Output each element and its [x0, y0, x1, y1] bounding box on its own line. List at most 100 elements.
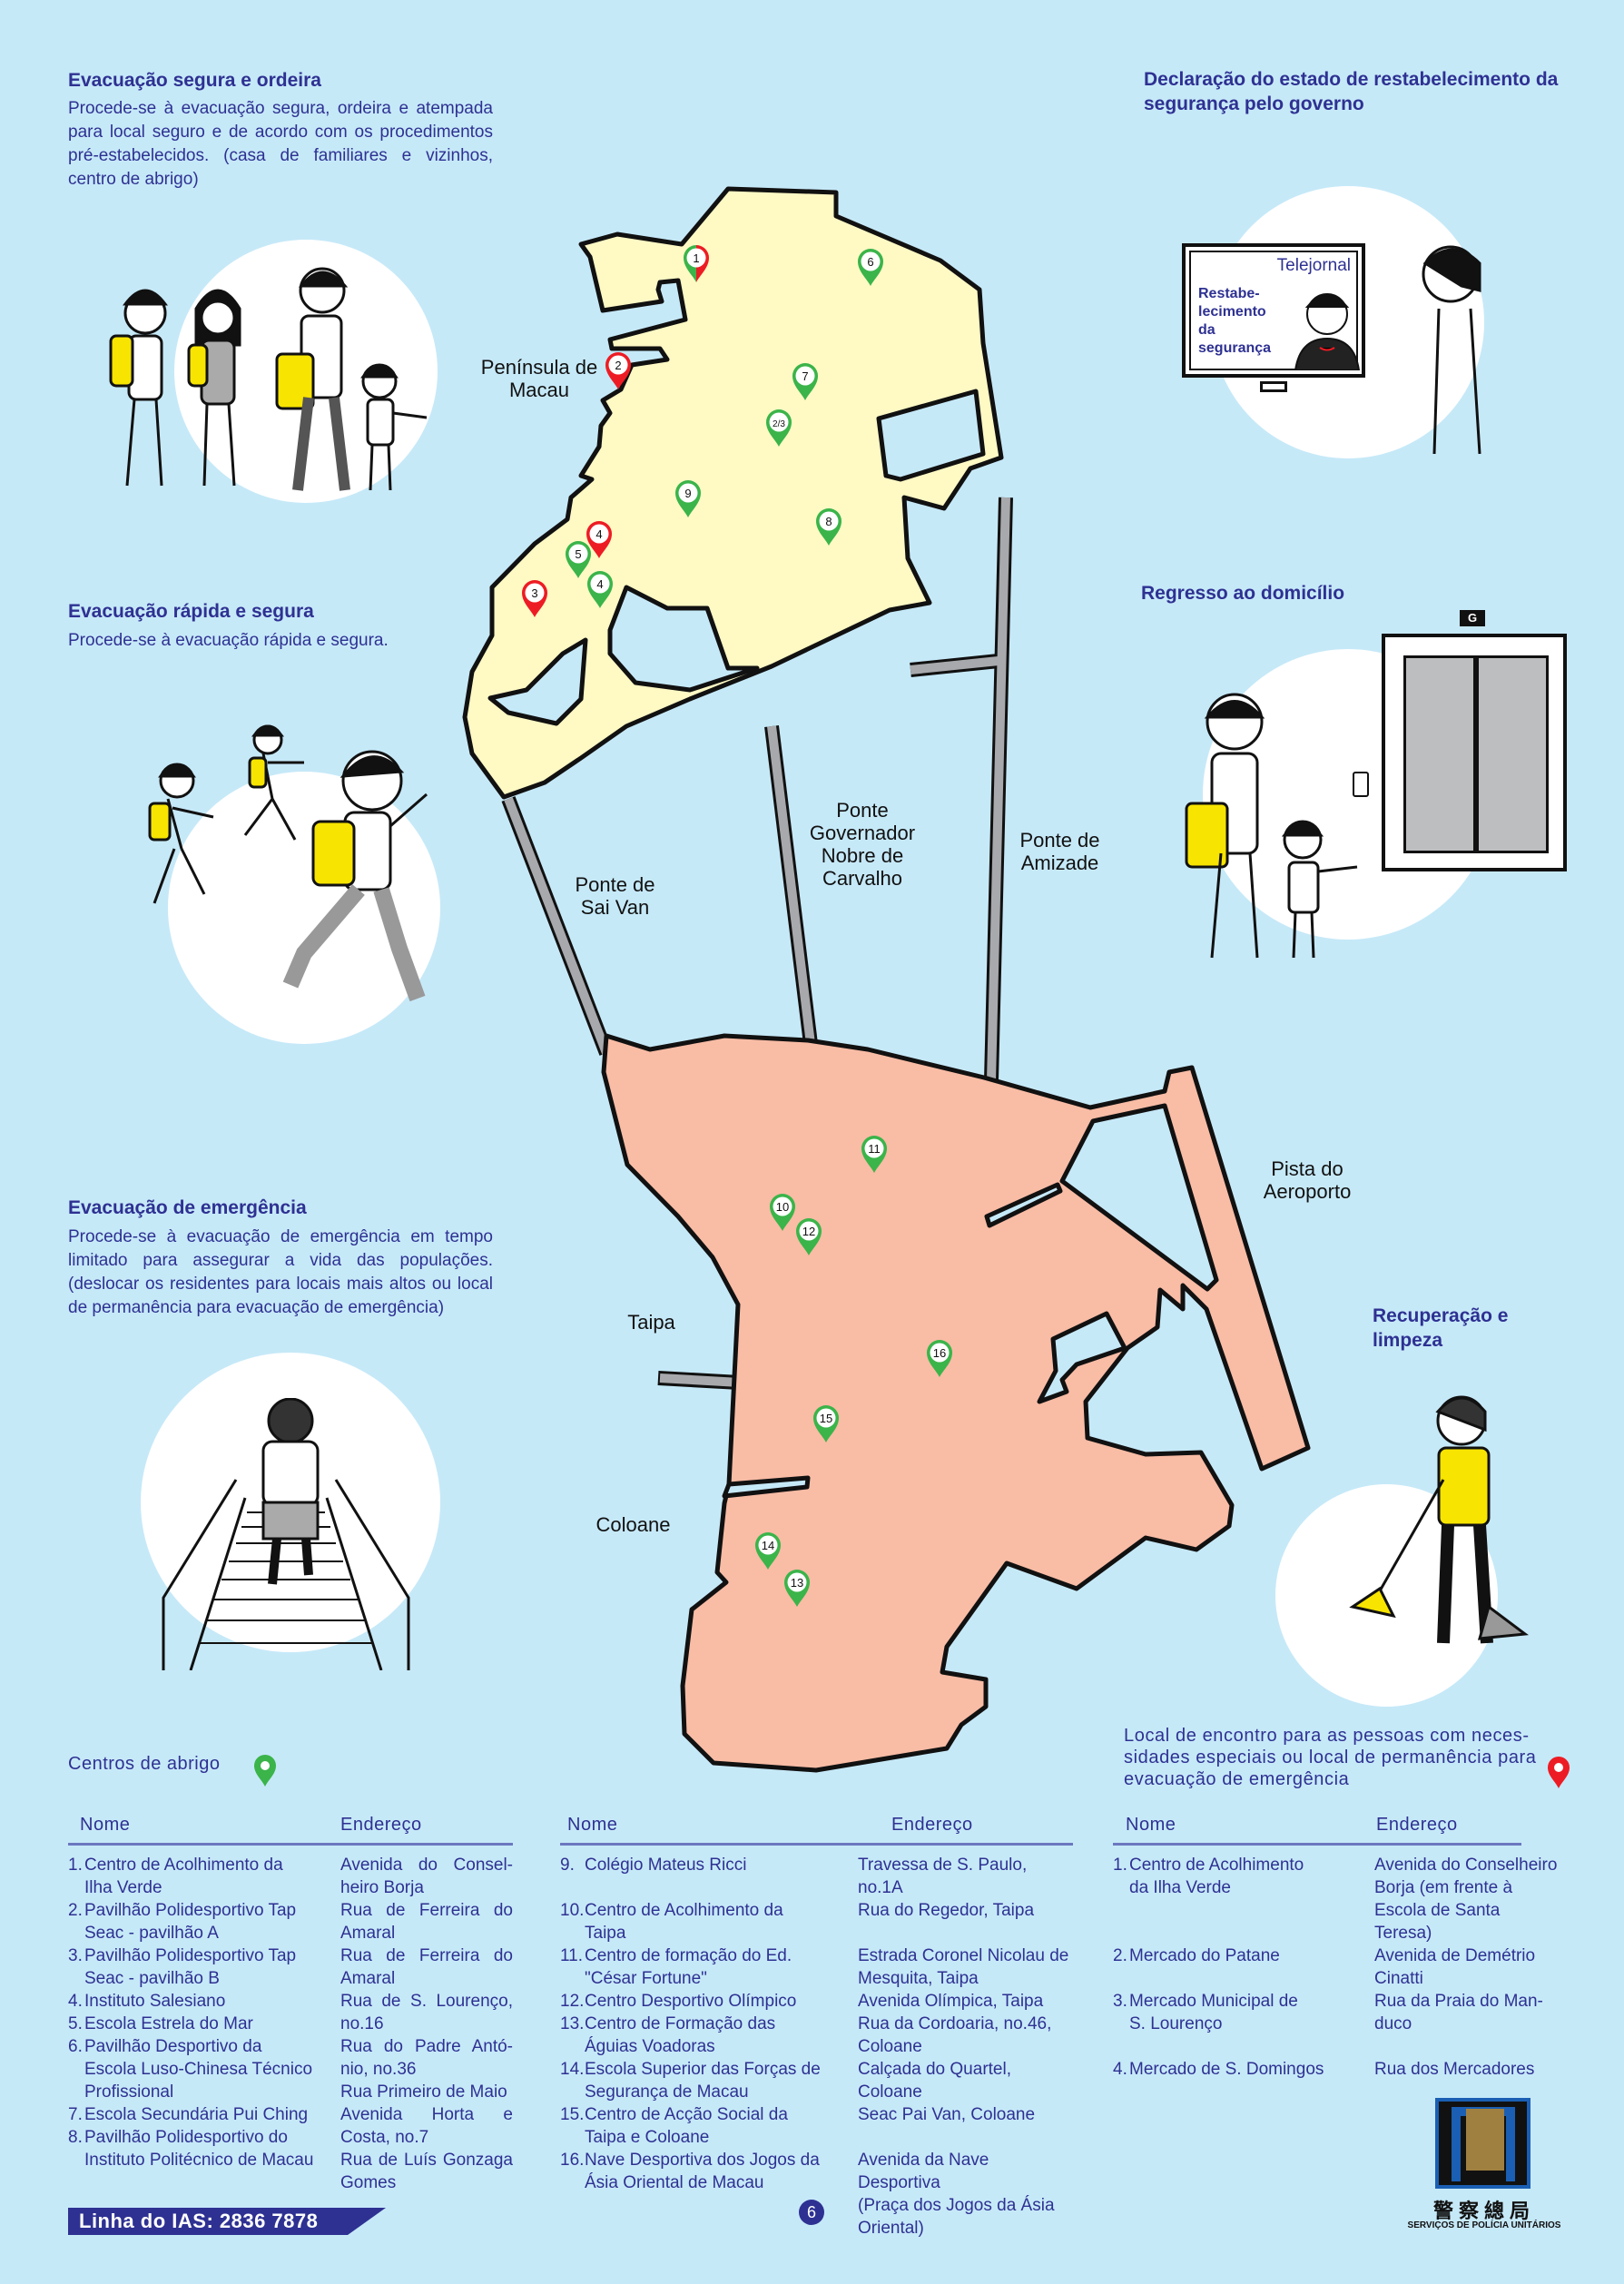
heading-return-home: Regresso ao domicílio	[1141, 583, 1345, 604]
name-line: Mercado de S. Domingos	[1129, 2060, 1324, 2079]
heading-recovery: Recuperação e limpeza	[1373, 1305, 1509, 1351]
shelter-pin-icon[interactable]: 6	[858, 249, 883, 286]
shelter-pin-icon[interactable]: 1	[684, 245, 709, 282]
name-line: Escola Estrela do Mar	[84, 2014, 253, 2033]
item-number: 4.	[1113, 2060, 1127, 2079]
name-line: Colégio Mateus Ricci	[585, 1856, 747, 1875]
column-header-name: Nome	[1126, 1815, 1176, 1835]
address-line: Rua de Luís Gonzaga	[340, 2151, 513, 2170]
shelter-name-item: 5.Escola Estrela do Mar	[68, 2013, 331, 2035]
item-number: 2.	[1113, 1946, 1127, 1965]
item-number: 3.	[1113, 1992, 1127, 2011]
shelter-pin-icon[interactable]: 8	[816, 508, 842, 546]
item-name: Mercado Municipal de S. Lourenço	[1129, 1990, 1374, 2058]
shelter-name-item: 4.Instituto Salesiano	[68, 1990, 331, 2013]
address-line: Avenida Horta e	[340, 2105, 513, 2124]
shelter-pin-icon[interactable]: 7	[792, 363, 818, 400]
shelters-title: Centros de abrigo	[68, 1754, 221, 1774]
name-line: Instituto Politécnico de Macau	[84, 2151, 314, 2170]
pin-label: 10	[776, 1200, 789, 1214]
address-line: Rua de S. Lourenço,	[340, 1992, 513, 2011]
address-line: Travessa de S. Paulo, no.1A	[858, 1856, 1028, 1897]
label-nobre-carvalho: Ponte Governador Nobre de Carvalho	[809, 799, 916, 890]
climbing-stairs-icon	[162, 1398, 410, 1670]
label-amizade: Ponte de Amizade	[1019, 829, 1100, 874]
name-line: Pavilhão Polidesportivo Tap	[84, 1946, 297, 1965]
peninsula-land	[462, 186, 1004, 800]
table-row: 4.Mercado de S. Domingos Rua dos Mercador…	[1113, 2058, 1560, 2081]
shelter-pin-icon[interactable]: 13	[784, 1570, 810, 1607]
elevator-door-left	[1403, 655, 1476, 853]
address-line: heiro Borja	[340, 1878, 424, 1897]
column-header-address: Endereço	[891, 1815, 973, 1835]
item-number: 14.	[560, 2060, 585, 2079]
address-line: Rua dos Mercadores	[1374, 2060, 1535, 2079]
heading-emergency-evacuation: Evacuação de emergência	[68, 1197, 307, 1218]
name-line: S. Lourenço	[1129, 2014, 1223, 2033]
address-line: Rua do Regedor, Taipa	[858, 1901, 1035, 1920]
shelter-pin-icon[interactable]: 11	[861, 1136, 887, 1173]
pin-label: 4	[595, 527, 602, 541]
logo-org-name: SERVIÇOS DE POLÍCIA UNITÁRIOS	[1407, 2220, 1561, 2230]
name-line: Centro de formação do Ed.	[585, 1946, 792, 1965]
pin-label: 7	[802, 369, 808, 383]
shelter-name-item: 7.Escola Secundária Pui Ching	[68, 2103, 331, 2126]
name-line: Escola Luso-Chinesa Técnico	[84, 2060, 313, 2079]
shelter-pin-icon[interactable]: 9	[675, 480, 701, 517]
shelter-pin-icon[interactable]: 15	[813, 1405, 839, 1442]
text-safe-evacuation: Procede-se à evacuação segura, ordeira e…	[68, 99, 493, 189]
meeting-point-pin-icon[interactable]: 2	[605, 352, 631, 389]
shelter-pin-icon[interactable]: 2/3	[766, 409, 792, 447]
meeting-point-pin-icon[interactable]: 4	[586, 521, 612, 558]
address-line: Avenida do Consel-	[340, 1856, 513, 1875]
shelter-pin-icon[interactable]: 4	[587, 571, 613, 608]
label-peninsula: Península de Macau	[480, 356, 598, 401]
shelter-pin-icon[interactable]: 5	[566, 541, 591, 578]
address-line: Calçada do Quartel, Coloane	[858, 2060, 1011, 2102]
item-name: Instituto Salesiano	[84, 1990, 225, 2013]
pin-label: 2/3	[773, 419, 785, 429]
item-name: Mercado de S. Domingos	[1129, 2058, 1374, 2081]
shelter-pin-icon[interactable]: 16	[927, 1340, 952, 1377]
item-address: Rua da Cordoaria, no.46,Coloane	[858, 2013, 1051, 2058]
item-number: 7.	[68, 2105, 83, 2124]
name-line: Centro de Acolhimento da	[84, 1856, 283, 1875]
pin-label: 4	[596, 577, 603, 591]
item-name: Centro de formação do Ed. "César Fortune"	[585, 1944, 858, 1990]
parent-child-icon	[1185, 693, 1358, 959]
person-sweeping-icon	[1349, 1395, 1529, 1644]
name-line: Profissional	[84, 2082, 174, 2102]
name-line: Mercado Municipal de	[1129, 1992, 1298, 2011]
name-line: "César Fortune"	[585, 1969, 707, 1988]
shelter-pin-icon[interactable]: 12	[796, 1218, 822, 1255]
person-watching-icon	[1422, 245, 1481, 454]
item-number: 2.	[68, 1901, 83, 1920]
hotline-banner: Linha do IAS: 2836 7878	[68, 2208, 386, 2235]
item-number: 12.	[560, 1992, 585, 2011]
meeting-point-pin-icon[interactable]: 3	[522, 580, 547, 617]
pin-label: 1	[693, 251, 699, 265]
address-line: Amaral	[340, 1969, 396, 1988]
pin-label: 8	[825, 515, 832, 528]
name-line: Instituto Salesiano	[84, 1992, 226, 2011]
address-line: Borja (em frente à	[1374, 1878, 1513, 1897]
shelter-pin-icon[interactable]: 14	[755, 1532, 781, 1570]
pin-label: 12	[802, 1225, 815, 1238]
tv-screen: Telejornal Restabe-lecimento da seguranç…	[1182, 243, 1365, 378]
item-number: 11.	[560, 1946, 584, 1965]
shelter-pin-icon[interactable]: 10	[770, 1194, 795, 1231]
name-line: Centro de Acção Social da	[585, 2105, 788, 2124]
